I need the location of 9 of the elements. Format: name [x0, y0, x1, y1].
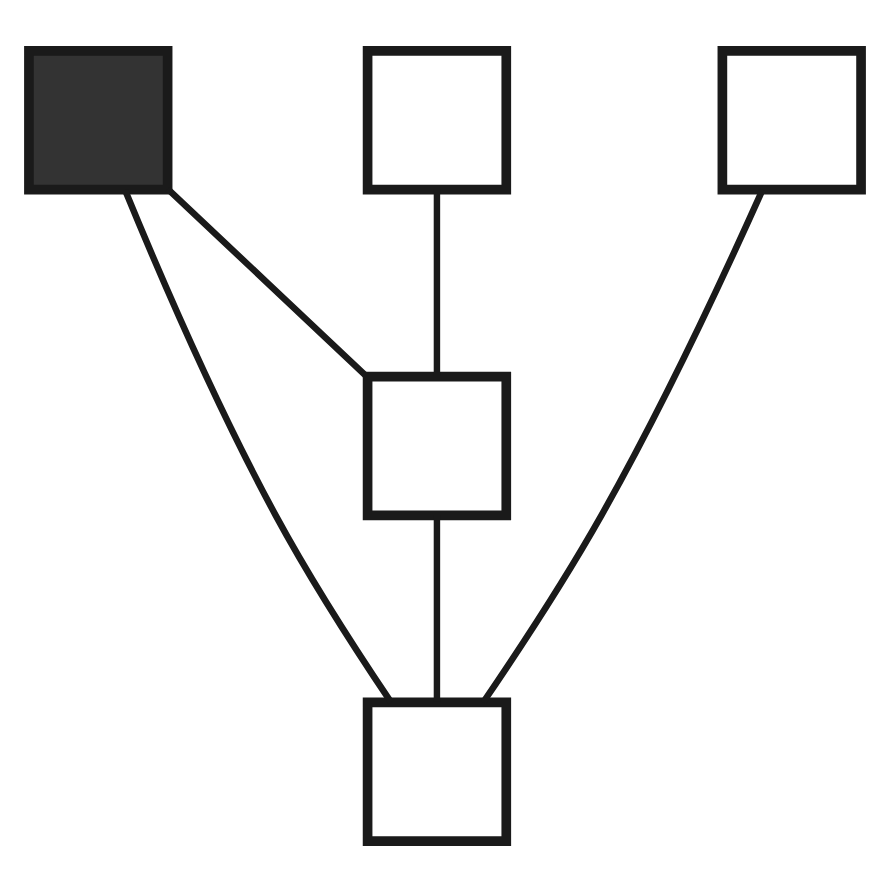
- connector: [165, 185, 369, 378]
- node-box: [362, 696, 512, 845]
- node-box: [24, 45, 173, 194]
- connector: [122, 187, 394, 704]
- connector: [433, 188, 441, 375]
- connector: [433, 514, 441, 701]
- node-box: [362, 45, 512, 194]
- node-box: [717, 45, 866, 194]
- node-box: [362, 370, 512, 520]
